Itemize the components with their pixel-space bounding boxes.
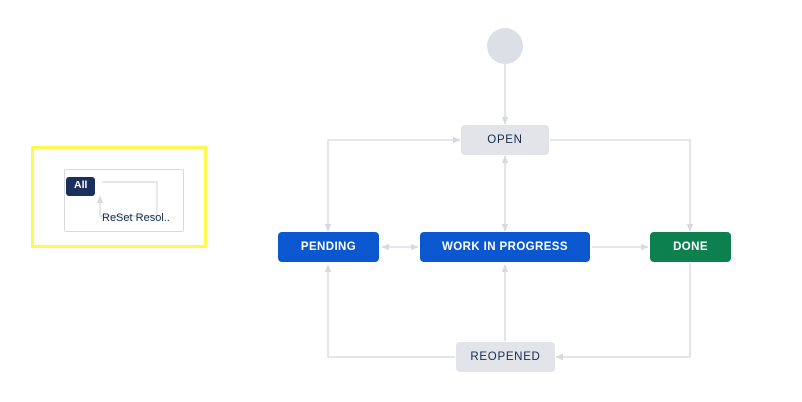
workflow-node-open-label: OPEN [487, 134, 523, 146]
workflow-node-open[interactable]: OPEN [461, 125, 549, 155]
start-node-circle[interactable] [487, 28, 523, 64]
workflow-node-work-in-progress[interactable]: WORK IN PROGRESS [420, 232, 590, 262]
transition-mini-edges [96, 181, 158, 217]
highlight-selection-box[interactable]: All ReSet Resol.. [31, 146, 207, 248]
workflow-node-work-in-progress-label: WORK IN PROGRESS [442, 241, 568, 253]
edge-done-reopened [555, 263, 691, 361]
workflow-node-done-label: DONE [673, 241, 708, 253]
workflow-node-reopened[interactable]: REOPENED [456, 342, 555, 372]
all-status-badge-label: All [74, 179, 88, 191]
workflow-node-pending-label: PENDING [300, 241, 357, 253]
workflow-node-done[interactable]: DONE [650, 232, 731, 262]
edge-reopened-pending [324, 264, 455, 358]
workflow-node-pending[interactable]: PENDING [278, 232, 379, 262]
edge-pending-open [324, 136, 461, 232]
edge-open-done [550, 139, 694, 232]
transition-name-label: ReSet Resol.. [102, 212, 170, 224]
workflow-node-reopened-label: REOPENED [470, 351, 541, 363]
all-status-badge[interactable]: All [67, 178, 95, 195]
mini-edge-loop [96, 181, 158, 217]
